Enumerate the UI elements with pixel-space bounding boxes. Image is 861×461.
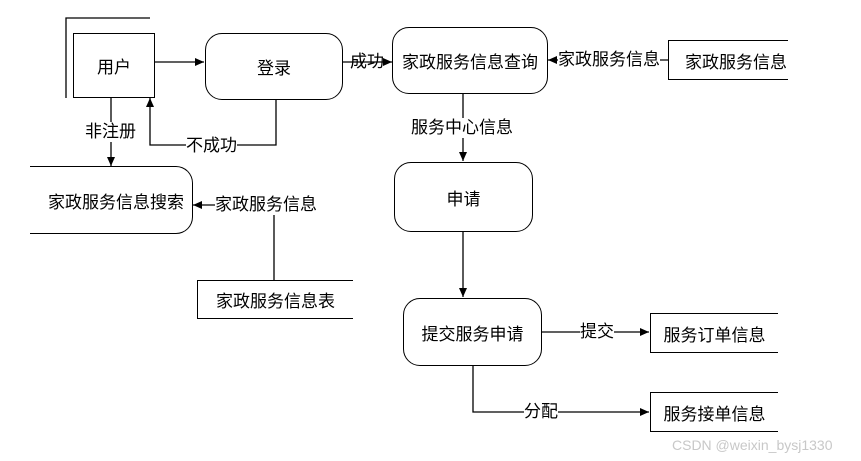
user-entity-shadow xyxy=(65,17,150,98)
user-entity-label: 用户 xyxy=(97,58,131,78)
order-info-store: 服务订单信息 xyxy=(650,313,778,353)
edge-table-search xyxy=(193,201,275,280)
query-process-label: 家政服务信息查询 xyxy=(402,53,538,73)
edge-label-info-to-search: 家政服务信息 xyxy=(215,195,317,215)
submit-process: 提交服务申请 xyxy=(403,298,542,366)
search-process-label: 家政服务信息搜索 xyxy=(48,192,184,213)
apply-process-label: 申请 xyxy=(446,189,481,210)
info-table-store: 家政服务信息表 xyxy=(197,280,353,319)
submit-process-label: 提交服务申请 xyxy=(421,324,524,345)
edge-submit-accept xyxy=(472,366,649,416)
accept-info-store-label: 服务接单信息 xyxy=(663,404,766,425)
edge-label-submit: 提交 xyxy=(580,322,614,342)
edge-label-info-to-query: 家政服务信息 xyxy=(558,50,660,70)
order-info-store-label: 服务订单信息 xyxy=(663,325,766,346)
accept-info-store: 服务接单信息 xyxy=(650,392,778,432)
apply-process: 申请 xyxy=(394,162,533,232)
search-process: 家政服务信息搜索 xyxy=(30,166,193,234)
login-process: 登录 xyxy=(205,33,343,100)
info-table-store-label: 家政服务信息表 xyxy=(216,292,335,312)
info-store-top-label: 家政服务信息 xyxy=(685,52,787,73)
edge-label-service-center: 服务中心信息 xyxy=(411,118,513,138)
query-process: 家政服务信息查询 xyxy=(392,27,548,94)
edge-label-assign: 分配 xyxy=(524,402,558,422)
edge-label-success: 成功 xyxy=(350,52,384,72)
edge-label-unregistered: 非注册 xyxy=(85,122,136,142)
csdn-watermark: CSDN @weixin_bysj1330 xyxy=(672,437,833,453)
edge-label-fail: 不成功 xyxy=(186,136,237,156)
info-store-top: 家政服务信息 xyxy=(668,40,788,80)
user-entity: 用户 xyxy=(73,33,155,98)
login-process-label: 登录 xyxy=(257,59,291,79)
